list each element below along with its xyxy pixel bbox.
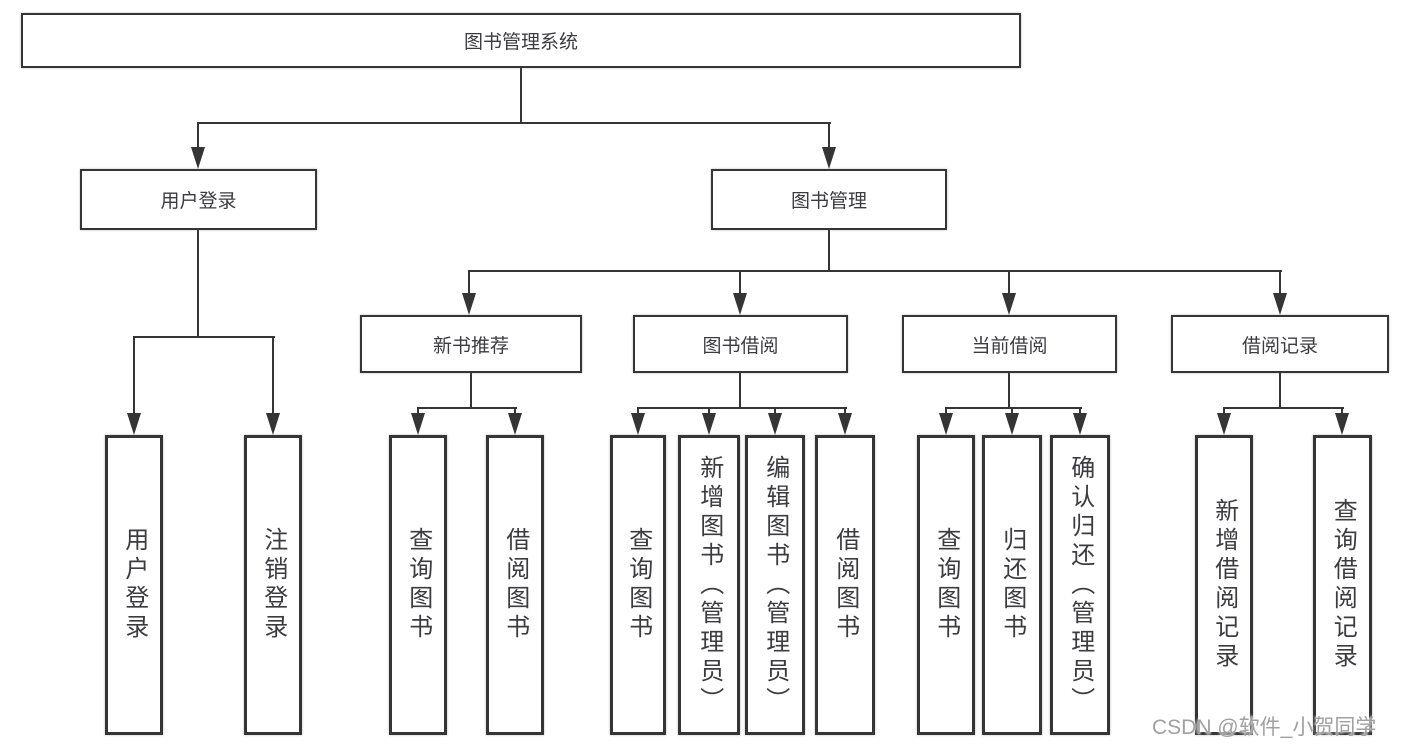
connector-drop-leaf: [708, 407, 710, 415]
node-book-borrow: 图书借阅: [633, 315, 848, 373]
arrowhead-down-icon: [266, 413, 280, 435]
node-label: 编辑图书（管理员）: [761, 454, 789, 716]
node-new-book-recommend: 新书推荐: [360, 315, 582, 373]
connector-new-book-stem: [470, 373, 472, 409]
leaf-current-return-books: 归还图书: [982, 435, 1042, 735]
node-label: 用户登录: [160, 191, 237, 212]
arrowhead-down-icon: [191, 147, 205, 169]
node-label: 图书管理: [790, 191, 867, 212]
connector-book-borrow-branch: [637, 407, 847, 409]
leaf-borrow-add-books-admin: 新增图书（管理员）: [678, 435, 740, 735]
arrowhead-down-icon: [768, 413, 782, 435]
connector-drop-level3: [739, 270, 741, 294]
arrowhead-down-icon: [838, 413, 852, 435]
connector-drop-leaf: [637, 407, 639, 415]
connector-drop-level3: [1008, 270, 1010, 294]
node-borrow-records: 借阅记录: [1171, 315, 1389, 373]
connector-current-borrow-branch: [945, 407, 1082, 409]
connector-drop-user-login: [197, 122, 199, 149]
leaf-recommend-query-books: 查询图书: [389, 435, 447, 735]
node-book-management: 图书管理: [711, 169, 947, 230]
leaf-records-add-record: 新增借阅记录: [1195, 435, 1253, 735]
leaf-records-query-record: 查询借阅记录: [1313, 435, 1372, 735]
connector-book-borrow-stem: [739, 373, 741, 409]
connector-new-book-branch: [417, 407, 517, 409]
node-label: 用户登录: [120, 527, 148, 643]
arrowhead-down-icon: [508, 413, 522, 435]
connector-drop-level3: [1279, 270, 1281, 294]
leaf-user-login: 用户登录: [105, 435, 163, 735]
connector-drop-book-management: [828, 122, 830, 149]
node-label: 查询借阅记录: [1329, 498, 1357, 672]
connector-current-borrow-stem: [1008, 373, 1010, 409]
leaf-borrow-edit-books-admin: 编辑图书（管理员）: [745, 435, 805, 735]
node-label: 查询图书: [404, 527, 432, 643]
node-label: 注销登录: [259, 527, 287, 643]
node-label: 图书管理系统: [463, 32, 578, 53]
node-label: 新书推荐: [432, 335, 509, 357]
connector-drop-leaf: [1341, 407, 1343, 415]
connector-drop-leaf: [774, 407, 776, 415]
arrowhead-down-icon: [822, 147, 836, 169]
node-label: 借阅图书: [831, 527, 859, 643]
node-label: 借阅记录: [1241, 335, 1318, 357]
connector-drop-leaf: [1079, 407, 1081, 415]
arrowhead-down-icon: [733, 293, 747, 315]
connector-book-management-stem: [828, 230, 830, 272]
arrowhead-down-icon: [702, 413, 716, 435]
connector-drop-leaf: [133, 336, 135, 414]
arrowhead-down-icon: [631, 413, 645, 435]
connector-borrow-records-stem: [1279, 373, 1281, 409]
node-label: 确认归还（管理员）: [1066, 454, 1094, 716]
node-label: 新增借阅记录: [1210, 498, 1238, 672]
node-current-borrow: 当前借阅: [902, 315, 1117, 373]
node-label: 图书借阅: [702, 335, 779, 357]
connector-drop-level3: [468, 270, 470, 294]
arrowhead-down-icon: [1002, 293, 1016, 315]
node-label: 当前借阅: [971, 335, 1048, 357]
connector-drop-leaf: [1223, 407, 1225, 415]
connector-user-login-branch: [133, 336, 275, 338]
node-library-management-system: 图书管理系统: [21, 13, 1021, 68]
arrowhead-down-icon: [1335, 413, 1349, 435]
arrowhead-down-icon: [939, 413, 953, 435]
node-user-login: 用户登录: [80, 169, 317, 230]
arrowhead-down-icon: [462, 293, 476, 315]
arrowhead-down-icon: [127, 413, 141, 435]
connector-root-branch: [197, 122, 831, 124]
connector-drop-leaf: [945, 407, 947, 415]
connector-root-stem: [520, 68, 522, 124]
arrowhead-down-icon: [1005, 413, 1019, 435]
arrowhead-down-icon: [411, 413, 425, 435]
node-label: 查询图书: [932, 527, 960, 643]
connector-drop-leaf: [844, 407, 846, 415]
connector-drop-leaf: [417, 407, 419, 415]
connector-borrow-records-branch: [1223, 407, 1344, 409]
leaf-logout: 注销登录: [244, 435, 302, 735]
arrowhead-down-icon: [1217, 413, 1231, 435]
leaf-recommend-borrow-books: 借阅图书: [486, 435, 544, 735]
arrowhead-down-icon: [1273, 293, 1287, 315]
node-label: 借阅图书: [501, 527, 529, 643]
connector-drop-leaf: [514, 407, 516, 415]
leaf-borrow-borrow-books: 借阅图书: [815, 435, 875, 735]
node-label: 归还图书: [998, 527, 1026, 643]
connector-user-login-stem: [197, 230, 199, 338]
connector-drop-leaf: [1011, 407, 1013, 415]
leaf-borrow-query-books: 查询图书: [610, 435, 666, 735]
leaf-current-query-books: 查询图书: [917, 435, 975, 735]
connector-drop-leaf: [272, 336, 274, 414]
leaf-current-confirm-return-admin: 确认归还（管理员）: [1050, 435, 1110, 735]
node-label: 新增图书（管理员）: [695, 454, 723, 716]
node-label: 查询图书: [624, 527, 652, 643]
arrowhead-down-icon: [1073, 413, 1087, 435]
csdn-watermark: CSDN @软件_小贺同学: [1152, 716, 1377, 739]
connector-book-management-branch: [468, 270, 1282, 272]
